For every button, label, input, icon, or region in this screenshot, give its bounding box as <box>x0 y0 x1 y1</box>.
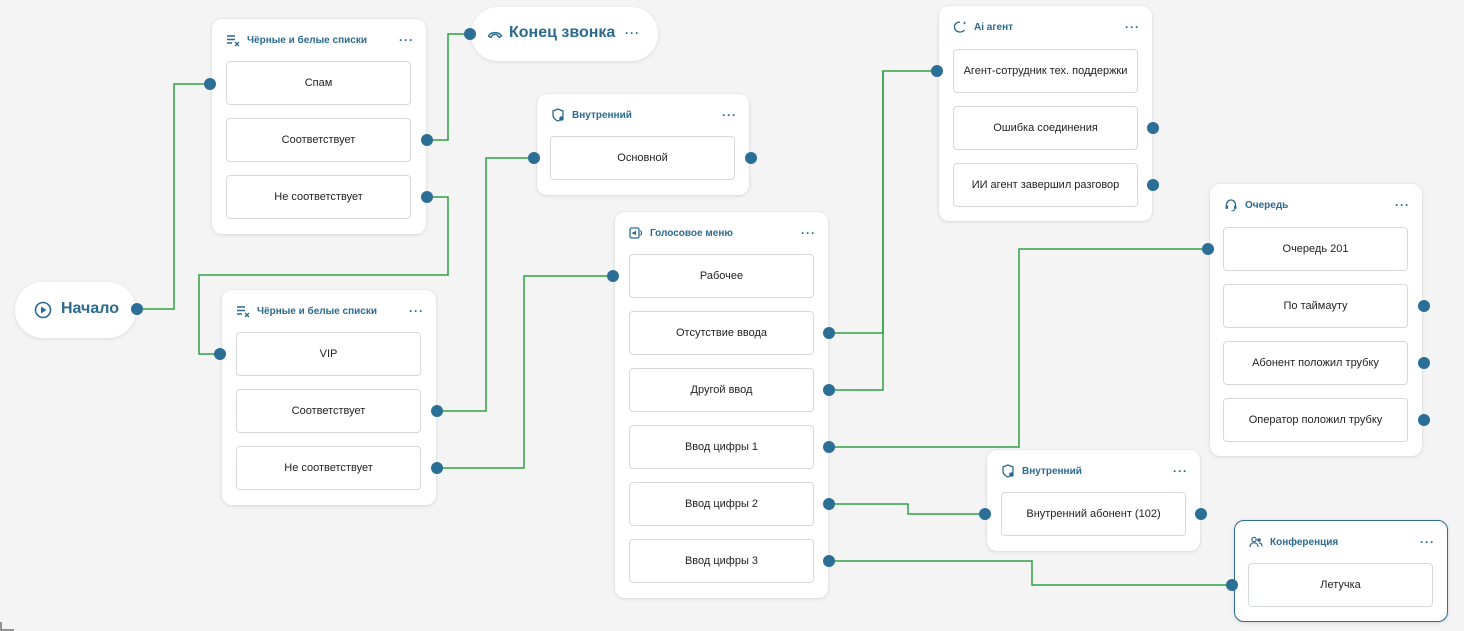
speaker-menu-icon <box>629 226 643 240</box>
internal2-out-port[interactable] <box>1195 508 1207 520</box>
internal1-in-port[interactable] <box>528 152 540 164</box>
row-internal-subscriber[interactable]: Внутренний абонент (102) <box>1001 492 1186 536</box>
row-queue-201[interactable]: Очередь 201 <box>1223 227 1408 271</box>
more-button[interactable]: ··· <box>722 108 737 122</box>
row-no-input[interactable]: Отсутствие ввода <box>629 311 814 355</box>
voicemenu-otherinput-port[interactable] <box>823 384 835 396</box>
bwlist-node-1[interactable]: Чёрные и белые списки ··· Спам Соответст… <box>212 19 426 234</box>
more-button[interactable]: ··· <box>1125 20 1140 34</box>
row-agent-finished[interactable]: ИИ агент завершил разговор <box>953 163 1138 207</box>
node-title: Голосовое меню <box>650 227 733 239</box>
voicemenu-digit2-port[interactable] <box>823 498 835 510</box>
row-briefing[interactable]: Летучка <box>1248 563 1433 607</box>
shield-phone-icon <box>1001 464 1015 478</box>
people-icon <box>1249 535 1263 549</box>
node-title: Внутренний <box>1022 465 1082 477</box>
edge-digit1-to-queue <box>829 248 1208 448</box>
start-out-port[interactable] <box>131 303 143 315</box>
bwlist1-match-port[interactable] <box>421 134 433 146</box>
start-node[interactable]: Начало <box>15 282 136 338</box>
row-digit-3[interactable]: Ввод цифры 3 <box>629 539 814 583</box>
row-digit-2[interactable]: Ввод цифры 2 <box>629 482 814 526</box>
voicemenu-noinput-port[interactable] <box>823 327 835 339</box>
internal2-in-port[interactable] <box>979 508 991 520</box>
edge-digit3-to-conference <box>829 560 1232 586</box>
edge-bwlist1-match-to-end <box>427 33 470 141</box>
ai-agent-node[interactable]: Ai агент ··· Агент-сотрудник тех. поддер… <box>939 6 1152 221</box>
queue-in-port[interactable] <box>1202 243 1214 255</box>
row-timeout[interactable]: По таймауту <box>1223 284 1408 328</box>
list-filter-icon <box>236 304 250 318</box>
edge-bwlist2-nomatch-to-voicemenu <box>437 275 613 469</box>
voice-menu-node[interactable]: Голосовое меню ··· Рабочее Отсутствие вв… <box>615 212 828 598</box>
row-vip[interactable]: VIP <box>236 332 421 376</box>
shield-phone-icon <box>551 108 565 122</box>
more-button[interactable]: ··· <box>1395 198 1410 212</box>
internal-node-2[interactable]: Внутренний ··· Внутренний абонент (102) <box>987 450 1200 551</box>
corner-marker-icon <box>0 622 14 631</box>
row-no-match[interactable]: Не соответствует <box>236 446 421 490</box>
voicemenu-digit1-port[interactable] <box>823 441 835 453</box>
edge-noinput-to-ai <box>829 70 937 334</box>
edge-digit2-to-internal2 <box>829 503 985 515</box>
queue-timeout-port[interactable] <box>1418 300 1430 312</box>
end-call-in-port[interactable] <box>464 28 476 40</box>
voicemenu-digit3-port[interactable] <box>823 555 835 567</box>
node-title: Внутренний <box>572 109 632 121</box>
play-circle-icon <box>34 301 52 319</box>
ai-agent-icon <box>953 20 967 34</box>
list-filter-icon <box>226 33 240 47</box>
queue-node[interactable]: Очередь ··· Очередь 201 По таймауту Абон… <box>1210 184 1422 456</box>
end-call-more-button[interactable]: ··· <box>625 26 640 40</box>
row-caller-hung-up[interactable]: Абонент положил трубку <box>1223 341 1408 385</box>
row-spam[interactable]: Спам <box>226 61 411 105</box>
bwlist2-match-port[interactable] <box>431 405 443 417</box>
edge-start-to-bwlist1 <box>137 83 210 310</box>
edge-bwlist2-match-to-internal1 <box>437 157 534 412</box>
bwlist1-in-port[interactable] <box>204 78 216 90</box>
bwlist2-nomatch-port[interactable] <box>431 462 443 474</box>
node-title: Конференция <box>1270 536 1339 548</box>
edge-otherinput-to-ai <box>829 71 884 391</box>
start-label: Начало <box>61 300 119 317</box>
row-working[interactable]: Рабочее <box>629 254 814 298</box>
row-no-match[interactable]: Не соответствует <box>226 175 411 219</box>
phone-hangup-icon <box>487 27 503 41</box>
bwlist2-in-port[interactable] <box>214 348 226 360</box>
voicemenu-in-port[interactable] <box>607 270 619 282</box>
node-title: Ai агент <box>974 21 1014 33</box>
row-support-agent[interactable]: Агент-сотрудник тех. поддержки <box>953 49 1138 93</box>
more-button[interactable]: ··· <box>1173 464 1188 478</box>
node-title: Чёрные и белые списки <box>247 34 367 46</box>
row-operator-hung-up[interactable]: Оператор положил трубку <box>1223 398 1408 442</box>
headset-icon <box>1224 198 1238 212</box>
row-match[interactable]: Соответствует <box>226 118 411 162</box>
internal1-out-port[interactable] <box>745 152 757 164</box>
node-title: Очередь <box>1245 199 1289 211</box>
end-call-node[interactable]: Конец звонка ··· <box>471 7 658 61</box>
row-connection-error[interactable]: Ошибка соединения <box>953 106 1138 150</box>
row-match[interactable]: Соответствует <box>236 389 421 433</box>
conference-node[interactable]: Конференция ··· Летучка <box>1234 520 1448 622</box>
queue-operator-hungup-port[interactable] <box>1418 414 1430 426</box>
queue-caller-hungup-port[interactable] <box>1418 357 1430 369</box>
row-digit-1[interactable]: Ввод цифры 1 <box>629 425 814 469</box>
bwlist-node-2[interactable]: Чёрные и белые списки ··· VIP Соответств… <box>222 290 436 505</box>
ai-agent-in-port[interactable] <box>931 65 943 77</box>
row-main[interactable]: Основной <box>550 136 735 180</box>
ai-agent-finished-port[interactable] <box>1147 179 1159 191</box>
more-button[interactable]: ··· <box>1420 535 1435 549</box>
more-button[interactable]: ··· <box>399 33 414 47</box>
node-title: Чёрные и белые списки <box>257 305 377 317</box>
bwlist1-nomatch-port[interactable] <box>421 191 433 203</box>
more-button[interactable]: ··· <box>409 304 424 318</box>
end-call-label: Конец звонка <box>509 24 616 41</box>
conference-in-port[interactable] <box>1226 579 1238 591</box>
more-button[interactable]: ··· <box>801 226 816 240</box>
row-other-input[interactable]: Другой ввод <box>629 368 814 412</box>
ai-agent-error-port[interactable] <box>1147 122 1159 134</box>
internal-node-1[interactable]: Внутренний ··· Основной <box>537 94 749 195</box>
